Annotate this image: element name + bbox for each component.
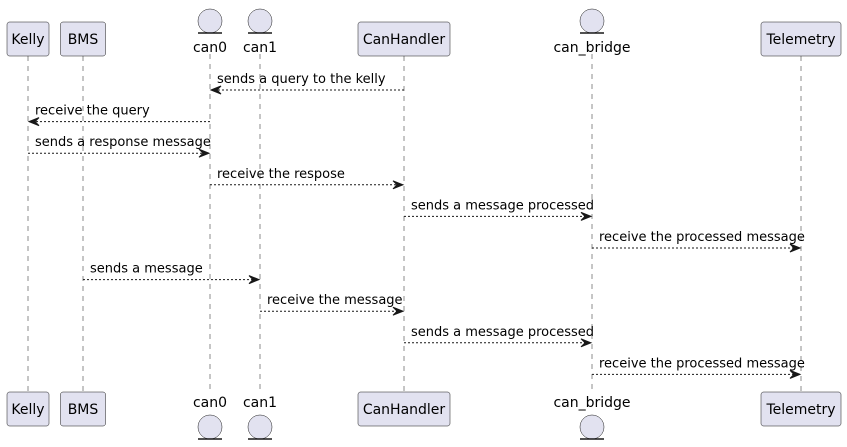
message-10: receive the processed message — [592, 356, 805, 379]
message-6: receive the processed message — [592, 230, 805, 253]
message-label: receive the message — [267, 293, 403, 308]
message-label: sends a message processed — [411, 198, 594, 213]
message-2: receive the query — [27, 104, 210, 127]
message-7: sends a message — [83, 262, 261, 285]
participant-label: can1 — [243, 395, 277, 411]
participant-label: Telemetry — [765, 32, 835, 48]
participant-telemetry-bottom: Telemetry — [760, 391, 842, 427]
arrowhead-icon — [392, 306, 405, 316]
message-label: receive the respose — [217, 167, 345, 182]
message-label: sends a message processed — [411, 325, 594, 340]
message-label: sends a query to the kelly — [217, 72, 386, 87]
participant-box — [60, 21, 106, 57]
participant-label: Telemetry — [765, 402, 835, 418]
message-label: sends a response message — [35, 135, 211, 150]
message-label: receive the processed message — [599, 356, 805, 371]
participant-box — [760, 21, 842, 57]
entity-icon — [247, 8, 273, 34]
message-4: receive the respose — [210, 167, 405, 190]
message-label: receive the processed message — [599, 230, 805, 245]
message-9: sends a message processed — [404, 325, 594, 348]
entity-icon — [197, 8, 223, 34]
participant-can0-bottom: can0 — [193, 395, 227, 440]
participant-label: Kelly — [11, 32, 44, 48]
participant-telemetry-top: Telemetry — [760, 21, 842, 57]
message-label: sends a message — [90, 262, 203, 277]
entity-icon — [197, 414, 223, 440]
participant-label: can0 — [193, 395, 227, 411]
participant-label: can1 — [243, 40, 277, 56]
participant-label: BMS — [68, 402, 99, 418]
participant-bms-bottom: BMS — [60, 391, 106, 427]
participant-box — [760, 391, 842, 427]
participant-can1-top: can1 — [243, 8, 277, 56]
entity-icon — [247, 414, 273, 440]
participant-label: CanHandler — [363, 402, 446, 418]
message-3: sends a response message — [28, 135, 211, 158]
participant-box — [6, 391, 50, 427]
participant-canhandler-top: CanHandler — [357, 21, 451, 57]
participant-kelly-bottom: Kelly — [6, 391, 50, 427]
entity-icon — [579, 414, 605, 440]
message-label: receive the query — [35, 104, 150, 119]
participant-can_bridge-bottom: can_bridge — [553, 395, 631, 440]
arrowhead-icon — [392, 180, 405, 190]
entity-icon — [579, 8, 605, 34]
message-5: sends a message processed — [404, 198, 594, 221]
arrowhead-icon — [580, 338, 593, 348]
arrowhead-icon — [789, 243, 802, 253]
participant-label: CanHandler — [363, 32, 446, 48]
arrowhead-icon — [27, 117, 40, 127]
participant-label: BMS — [68, 32, 99, 48]
participant-canhandler-bottom: CanHandler — [357, 391, 451, 427]
arrowhead-icon — [580, 211, 593, 221]
participant-can_bridge-top: can_bridge — [553, 8, 631, 56]
participant-can0-top: can0 — [193, 8, 227, 56]
participant-label: Kelly — [11, 402, 44, 418]
message-8: receive the message — [260, 293, 405, 316]
participant-box — [357, 21, 451, 57]
arrowhead-icon — [248, 275, 261, 285]
participant-box — [60, 391, 106, 427]
arrowhead-icon — [789, 369, 802, 379]
arrowhead-icon — [209, 85, 222, 95]
participant-box — [357, 391, 451, 427]
participant-label: can_bridge — [553, 395, 630, 411]
participant-box — [6, 21, 50, 57]
participant-kelly-top: Kelly — [6, 21, 50, 57]
participant-can1-bottom: can1 — [243, 395, 277, 440]
participant-label: can0 — [193, 40, 227, 56]
participant-label: can_bridge — [553, 40, 630, 56]
message-1: sends a query to the kelly — [209, 72, 404, 95]
arrowhead-icon — [198, 148, 211, 158]
participant-bms-top: BMS — [60, 21, 106, 57]
